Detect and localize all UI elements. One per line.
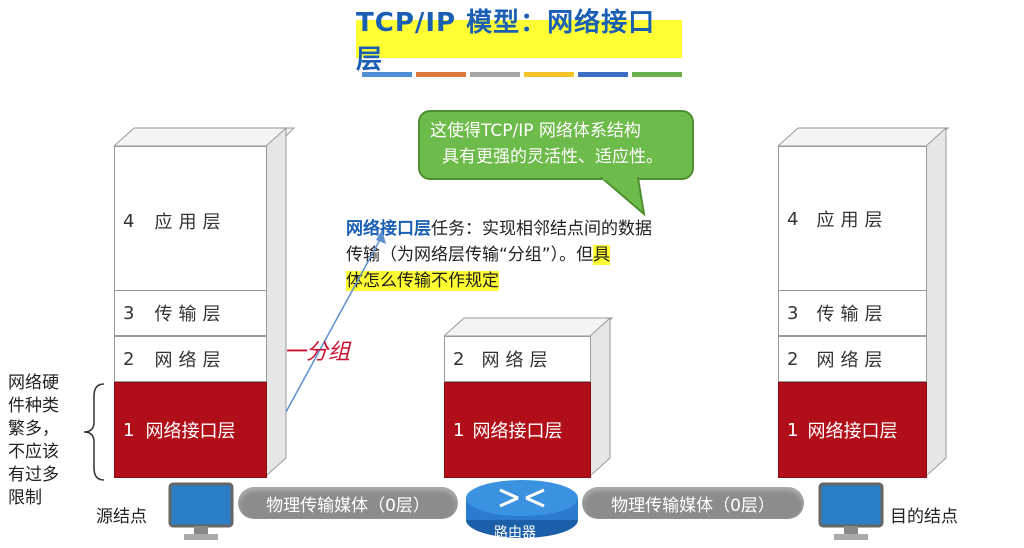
hardware-note-line: 繁多， [8,419,59,439]
color-strip [362,72,412,77]
left-layer-1: 1 网络接口层 [114,382,267,478]
right-stack-side-face [926,126,947,477]
router-layer-2: 2 网络层 [444,336,591,382]
hardware-note-line: 有过多 [8,465,59,485]
color-strip [578,72,628,77]
brace [83,383,105,481]
layer-label: 网络接口层 [472,421,563,442]
router-protocol-stack: 2 网络层 1 网络接口层 [444,316,614,478]
task-line-2: 传输（为网络层传输“分组”）。但 [346,245,594,265]
layer-label: 网络层 [481,350,554,371]
source-node-label: 源结点 [96,507,147,527]
left-layer-4: 4 应用层 [114,146,267,296]
right-physical-medium: 物理传输媒体（0层） [582,487,804,519]
router-layer-1: 1 网络接口层 [444,382,591,478]
layer-label: 网络接口层 [807,421,898,442]
color-strip [470,72,520,77]
left-layer-3: 3 传输层 [114,290,267,336]
layer-number: 3 [787,302,799,324]
layer-number: 2 [453,348,465,370]
layer-label: 应用层 [816,210,889,231]
right-protocol-stack: 4 应用层 3 传输层 2 网络层 1 网络接口层 [778,126,950,478]
left-stack-side-face [266,126,287,477]
hardware-note: 网络硬 件种类 繁多， 不应该 有过多 限制 [8,372,78,510]
page-title: TCP/IP 模型：网络接口层 [356,8,682,75]
task-highlight-line-3: 体怎么传输不作规定 [346,271,499,291]
task-highlight-start: 具 [593,245,611,265]
right-layer-1: 1 网络接口层 [778,382,927,478]
left-layer-2: 2 网络层 [114,336,267,382]
router-label: 路由器 [494,525,536,541]
layer-number: 4 [123,210,135,232]
destination-computer-icon [818,482,884,540]
layer-number: 2 [123,348,135,370]
callout-bubble: 这使得TCP/IP 网络体系结构 具有更强的灵活性、适应性。 [418,110,694,180]
layer-label: 应用层 [154,212,227,233]
layer-number: 1 [787,419,799,441]
destination-node-label: 目的结点 [890,507,958,527]
right-layer-3: 3 传输层 [778,290,927,336]
hardware-note-line: 件种类 [8,396,59,416]
right-layer-2: 2 网络层 [778,336,927,382]
router-stack-side-face [590,316,611,477]
router-icon [466,480,578,538]
callout-line-1: 这使得TCP/IP 网络体系结构 [430,121,641,141]
color-strip [416,72,466,77]
layer-number: 2 [787,348,799,370]
layer-number: 1 [453,419,465,441]
color-strip [524,72,574,77]
hardware-note-line: 网络硬 [8,373,59,393]
handwritten-annotation: 一分组 [284,340,351,365]
layer-label: 网络层 [154,350,227,371]
pointer-arrow [285,230,386,413]
right-layer-4: 4 应用层 [778,146,927,292]
source-computer-icon [168,482,234,540]
layer-label: 传输层 [154,304,227,325]
layer-number: 1 [123,419,135,441]
left-physical-medium: 物理传输媒体（0层） [238,487,458,519]
callout-line-2: 具有更强的灵活性、适应性。 [442,147,663,167]
hardware-note-line: 不应该 [8,442,59,462]
task-keyword: 网络接口层 [346,219,431,239]
task-description: 网络接口层任务：实现相邻结点间的数据 传输（为网络层传输“分组”）。但具 体怎么… [346,216,706,294]
callout-tail [600,176,646,217]
layer-label: 传输层 [816,304,889,325]
layer-label: 网络层 [816,350,889,371]
left-protocol-stack: 4 应用层 3 传输层 2 网络层 1 网络接口层 [114,126,296,478]
hardware-note-line: 限制 [8,488,42,508]
task-line-1: 任务：实现相邻结点间的数据 [431,219,652,239]
color-strip [632,72,682,77]
layer-label: 网络接口层 [145,421,236,442]
layer-number: 4 [787,208,799,230]
layer-number: 3 [123,302,135,324]
